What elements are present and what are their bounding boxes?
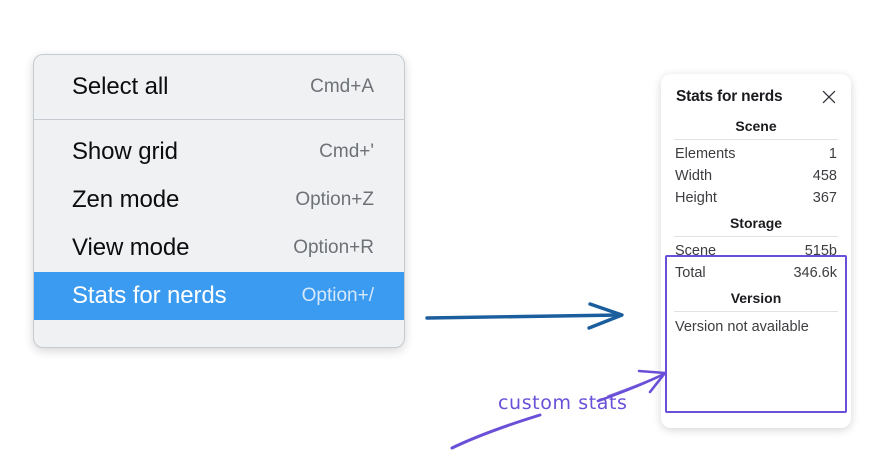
stat-value: 346.6k	[793, 265, 837, 281]
menu-item-shortcut: Option+/	[301, 285, 374, 306]
menu-item-show-grid[interactable]: Show grid Cmd+'	[34, 128, 404, 176]
panel-title: Stats for nerds	[676, 88, 783, 105]
section-heading-version: Version	[730, 290, 782, 306]
section-divider	[674, 236, 838, 237]
stat-key: Width	[675, 168, 713, 184]
stat-value: 515b	[804, 243, 837, 259]
menu-item-shortcut: Cmd+'	[319, 141, 374, 162]
section-divider	[674, 139, 838, 140]
menu-group-2: Show grid Cmd+' Zen mode Option+Z View m…	[34, 119, 404, 328]
close-icon[interactable]	[821, 89, 837, 105]
menu-item-label: Show grid	[72, 138, 178, 165]
stat-value: 458	[812, 168, 837, 184]
panel-titlebar: Stats for nerds	[661, 74, 851, 112]
menu-item-shortcut: Option+R	[293, 237, 374, 258]
section-heading-storage: Storage	[729, 215, 783, 231]
menu-item-label: Stats for nerds	[72, 282, 227, 309]
version-value: Version not available	[675, 319, 809, 335]
menu-item-shortcut: Cmd+A	[310, 76, 374, 97]
purple-underline-stroke	[450, 413, 542, 450]
menu-item-view-mode[interactable]: View mode Option+R	[34, 224, 404, 272]
stat-row: Width 458	[672, 165, 840, 187]
stat-row: Scene 515b	[672, 240, 840, 262]
menu-item-zen-mode[interactable]: Zen mode Option+Z	[34, 176, 404, 224]
stat-value: 367	[812, 190, 837, 206]
menu-item-shortcut: Option+Z	[295, 189, 374, 210]
section-divider	[674, 311, 838, 312]
stat-row: Elements 1	[672, 143, 840, 165]
stat-key: Height	[675, 190, 717, 206]
stat-row: Height 367	[672, 187, 840, 209]
panel-body: Scene Elements 1 Width 458 Height 367 St…	[661, 112, 851, 338]
section-heading-scene: Scene	[735, 118, 777, 134]
menu-group-1: Select all Cmd+A	[34, 55, 404, 119]
menu-item-select-all[interactable]: Select all Cmd+A	[34, 63, 404, 111]
stat-row: Total 346.6k	[672, 262, 840, 284]
menu-item-stats-for-nerds[interactable]: Stats for nerds Option+/	[34, 272, 404, 320]
menu-item-label: Select all	[72, 73, 169, 100]
stat-key: Total	[675, 265, 706, 281]
context-menu[interactable]: Select all Cmd+A Show grid Cmd+' Zen mod…	[33, 54, 405, 348]
menu-item-label: View mode	[72, 234, 190, 261]
stats-for-nerds-panel: Stats for nerds Scene Elements 1 Width 4…	[661, 74, 851, 428]
menu-item-label: Zen mode	[72, 186, 180, 213]
stat-key: Elements	[675, 146, 736, 162]
annotation-label: custom stats	[498, 392, 628, 414]
stat-key: Scene	[675, 243, 717, 259]
stat-value: 1	[828, 146, 837, 162]
blue-arrow	[425, 302, 624, 330]
